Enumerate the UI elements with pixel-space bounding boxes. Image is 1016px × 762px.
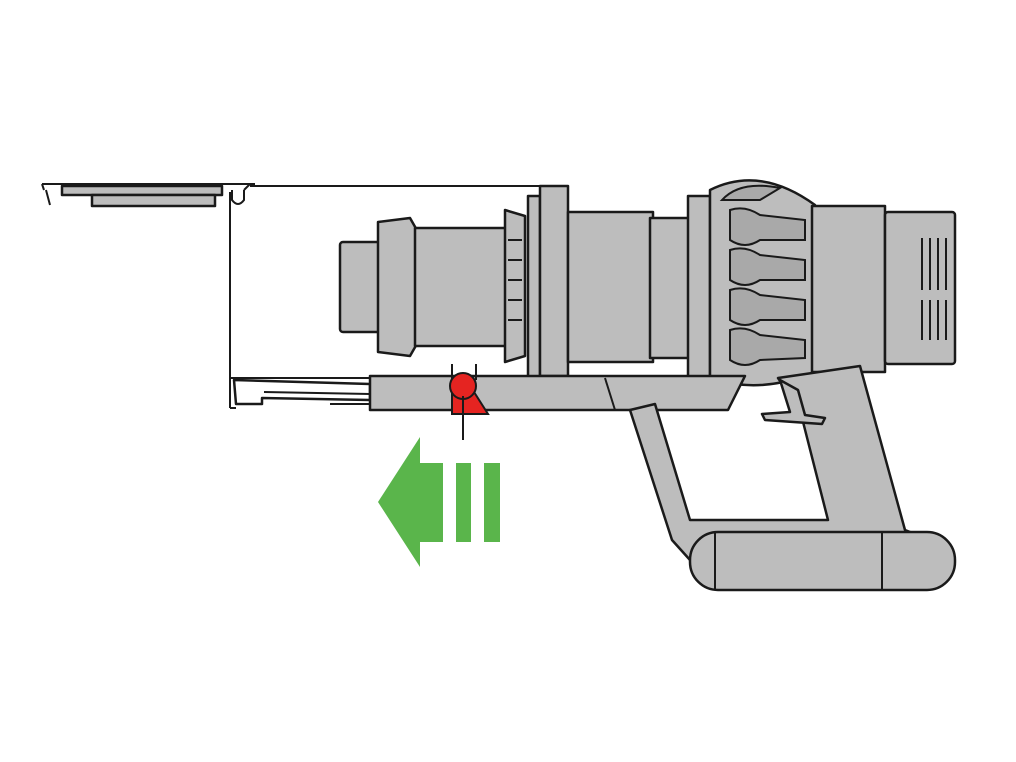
- battery: [688, 530, 957, 592]
- cyclone-assembly: [338, 179, 817, 387]
- bin-outline: [229, 185, 568, 409]
- lower-rail: [368, 374, 747, 412]
- motor-housing: [810, 204, 957, 374]
- bin-release-latch: [449, 364, 490, 440]
- arrow-left-icon: [378, 437, 500, 567]
- trigger: [760, 378, 827, 426]
- bin-lid: [41, 183, 255, 208]
